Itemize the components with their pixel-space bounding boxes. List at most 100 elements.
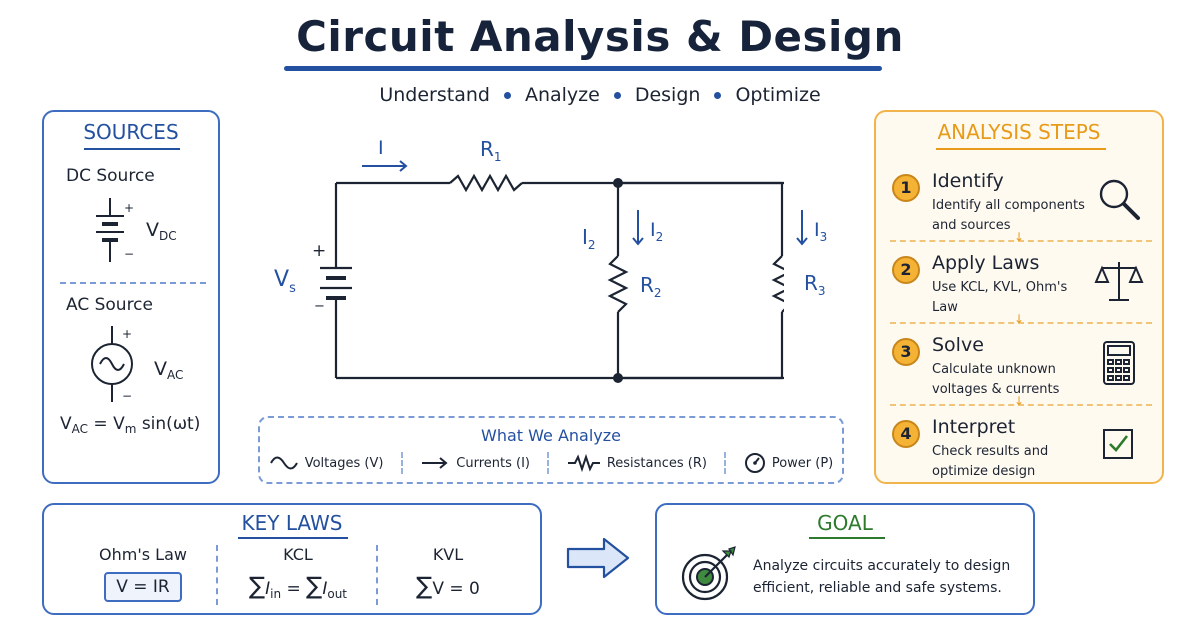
kvl-eq: V = 0 <box>432 579 480 599</box>
label-i3-arrow-sub: 3 <box>820 230 828 244</box>
label-vs-main: V <box>274 267 289 292</box>
ac-symbol-v: V <box>154 358 167 380</box>
subtitle: Understand Analyze Design Optimize <box>0 84 1200 106</box>
subtitle-understand: Understand <box>379 84 490 106</box>
step-number: 2 <box>892 256 920 284</box>
step-desc: Check results and optimize design <box>932 444 1049 479</box>
analysis-steps-panel: ANALYSIS STEPS 1 Identify Identify all c… <box>874 110 1164 484</box>
ac-minus: − <box>122 389 132 403</box>
analyze-divider <box>547 452 550 474</box>
label-r1-main: R <box>480 137 494 161</box>
arrow-right-icon <box>422 457 448 469</box>
step-arrow-icon: ↓ <box>1014 230 1025 244</box>
label-battery-minus: − <box>314 299 325 314</box>
subtitle-optimize: Optimize <box>735 84 821 106</box>
resistor-icon <box>567 454 600 472</box>
magnifier-icon <box>1099 179 1140 220</box>
step-number: 3 <box>892 338 920 366</box>
step-number: 1 <box>892 174 920 202</box>
analyze-divider <box>400 452 403 474</box>
law-ohm: Ohm's Law V = IR <box>78 545 208 602</box>
page-title: Circuit Analysis & Design <box>296 12 904 61</box>
laws-divider <box>216 545 218 605</box>
what-we-analyze-box: What We Analyze Voltages (V) Currents (I… <box>258 416 844 484</box>
analyze-title: What We Analyze <box>481 426 621 445</box>
kcl-rhs: I <box>322 579 328 599</box>
law-name: KVL <box>432 545 464 564</box>
label-r3-sub: 3 <box>818 284 826 298</box>
step-arrow-icon: ↓ <box>1014 312 1025 326</box>
subtitle-analyze: Analyze <box>524 84 600 106</box>
step-title: Identify <box>932 170 1004 192</box>
step-separator <box>890 322 1152 324</box>
goal-text: Analyze circuits accurately to design ef… <box>753 558 1011 596</box>
analyze-items: Voltages (V) Currents (I) Resistances (R… <box>260 452 842 474</box>
law-kcl: KCL ∑Iin = ∑Iout <box>228 545 368 601</box>
ohm-equation: V = IR <box>104 572 182 602</box>
analyze-item-power: Power (P) <box>744 452 833 474</box>
ac-plus: + <box>122 327 132 341</box>
sources-title-underline <box>84 148 180 150</box>
analyze-item-label: Power (P) <box>771 455 834 471</box>
label-i3-arrow-main: I <box>814 219 820 241</box>
resistor-r1 <box>449 173 523 193</box>
checkbox-icon <box>1103 429 1133 459</box>
scales-icon <box>1094 262 1144 301</box>
step-interpret: 4 Interpret Check results and optimize d… <box>890 416 1152 488</box>
analyze-item-voltages: Voltages (V) <box>269 454 384 472</box>
label-i2-left: I2 <box>582 225 596 252</box>
label-r2: R2 <box>640 273 662 300</box>
step-title: Solve <box>932 334 984 356</box>
resistor-r2 <box>607 255 629 313</box>
goal-title: GOAL <box>817 511 873 535</box>
key-laws-panel: KEY LAWS Ohm's Law V = IR KCL ∑Iin = ∑Io… <box>42 503 542 615</box>
label-r2-main: R <box>640 273 654 297</box>
dc-plus: + <box>124 201 134 215</box>
gauge-icon <box>744 453 765 473</box>
analyze-item-label: Voltages (V) <box>304 455 384 471</box>
analyze-divider <box>724 452 727 474</box>
battery-icon: + − <box>96 198 134 262</box>
step-title: Interpret <box>932 416 1016 438</box>
ac-symbol: VAC <box>154 358 183 382</box>
label-current-main: I <box>378 137 384 159</box>
label-vs-sub: s <box>289 281 296 296</box>
sources-title: SOURCES <box>83 120 179 144</box>
laws-title-underline <box>238 537 348 539</box>
dc-minus: − <box>124 247 134 261</box>
label-r1-sub: 1 <box>494 150 502 164</box>
label-i2-arrow: I2 <box>650 219 663 244</box>
ac-eq-rhs: sin(ωt) <box>136 414 201 434</box>
arrow-right-large-icon <box>566 537 630 579</box>
title-underline <box>284 66 882 71</box>
law-name: Ohm's Law <box>99 545 187 564</box>
ac-source-label: AC Source <box>66 295 153 315</box>
subtitle-dot <box>503 91 511 99</box>
ac-eq-mid: = V <box>88 414 125 434</box>
label-battery-plus: + <box>312 241 326 261</box>
label-vs: Vs <box>274 267 296 296</box>
step-desc: Calculate unknown voltages & currents <box>932 362 1060 397</box>
sources-panel: SOURCES DC Source + − VDC AC Source + − … <box>42 110 220 484</box>
kvl-sum: ∑ <box>416 572 433 600</box>
step-desc: Identify all components and sources <box>932 198 1085 233</box>
goal-title-underline <box>809 537 885 539</box>
dc-symbol: VDC <box>146 219 177 243</box>
kcl-sum-right: ∑ <box>306 572 323 600</box>
kcl-equation: ∑Iin = ∑Iout <box>228 572 368 601</box>
step-arrow-icon: ↓ <box>1014 394 1025 408</box>
laws-divider <box>376 545 378 605</box>
label-r2-sub: 2 <box>654 286 662 300</box>
analyze-item-label: Resistances (R) <box>606 455 707 471</box>
laws-title: KEY LAWS <box>241 511 343 535</box>
step-title: Apply Laws <box>932 252 1040 274</box>
sources-divider <box>60 282 206 284</box>
analyze-item-currents: Currents (I) <box>420 454 530 472</box>
dc-source-label: DC Source <box>66 166 155 186</box>
label-i3-arrow: I3 <box>814 219 827 244</box>
kcl-rhs-sub: out <box>327 587 348 601</box>
ac-eq-lhs: V <box>60 414 72 434</box>
label-i2-left-sub: 2 <box>588 238 596 252</box>
ac-equation: VAC = Vm sin(ωt) <box>60 414 200 436</box>
label-r3: R3 <box>804 271 826 298</box>
